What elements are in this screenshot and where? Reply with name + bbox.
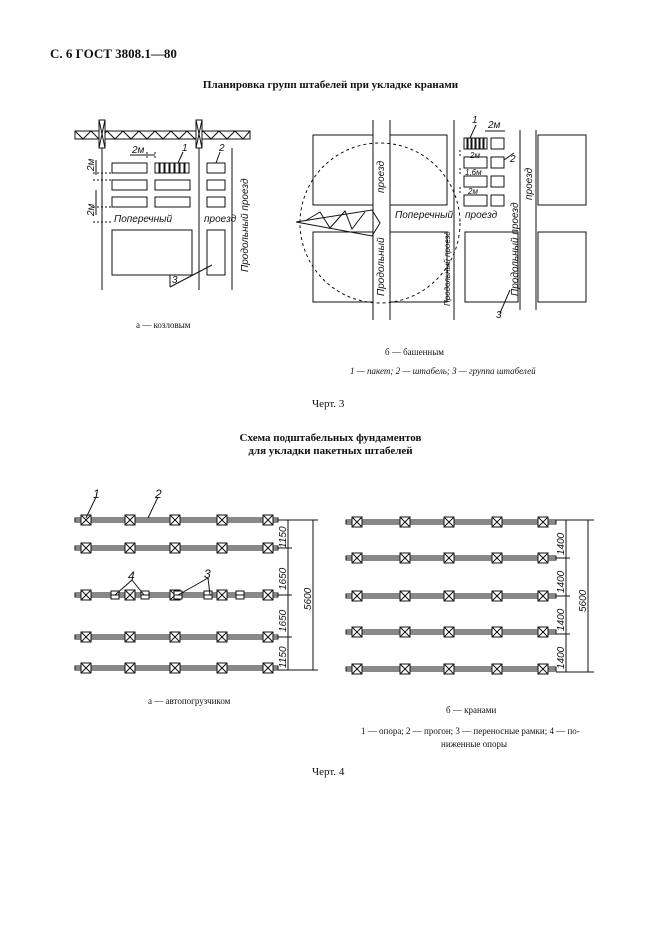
stack [111, 196, 148, 208]
chart4-title-line2: для укладки пакетных штабелей [248, 445, 413, 457]
road-cross-label: Поперечный [114, 214, 172, 225]
chart4-legend-line1: 1 — опора; 2 — прогон; 3 — переносные ра… [361, 726, 580, 736]
road-cross-label: проезд [465, 210, 498, 221]
dim-2m: 2м [467, 187, 478, 196]
label-2: 2 [509, 154, 516, 165]
dim-1400: 1400 [556, 646, 567, 669]
chart3-right-caption: б — башенным [385, 347, 444, 357]
dim-total-5600: 5600 [303, 587, 314, 610]
label-2: 2 [154, 487, 162, 501]
packets-group [463, 137, 488, 150]
chart3-legend: 1 — пакет; 2 — штабель; 3 — группа штабе… [350, 366, 536, 376]
road-label: проезд [376, 160, 387, 193]
chart3-title: Планировка групп штабелей при укладке кр… [202, 79, 459, 91]
dim-2m: 2м [86, 158, 97, 172]
dim-1400: 1400 [556, 532, 567, 555]
dim-1650: 1650 [278, 567, 289, 590]
dim-2m: 2м [86, 203, 97, 217]
road-long-label: Продольный [376, 237, 387, 296]
road-cross-label: проезд [204, 214, 237, 225]
stack [111, 179, 148, 191]
dim-1400: 1400 [556, 570, 567, 593]
chart4-figure-label: Черт. 4 [312, 766, 345, 778]
chart4-title-line1: Схема подштабельных фундаментов [239, 432, 422, 444]
stack-group [111, 229, 193, 276]
page-header: С. 6 ГОСТ 3808.1—80 [50, 46, 177, 61]
stack [111, 162, 148, 174]
chart4-left-caption: а — автопогрузчиком [148, 696, 231, 706]
chart3-figure-label: Черт. 3 [312, 398, 345, 410]
dim-1150: 1150 [278, 526, 289, 548]
road-cross-label: Поперечный [395, 210, 453, 221]
dim-1150: 1150 [278, 646, 289, 668]
label-1: 1 [182, 143, 188, 154]
label-3: 3 [172, 275, 178, 286]
crane-reach-circle [299, 142, 461, 304]
dim-1650: 1650 [278, 609, 289, 632]
label-1: 1 [93, 487, 100, 501]
road-long-label: Продольный проезд [510, 202, 521, 296]
road-long-label: Продольный проезд [443, 231, 452, 306]
chart3-left-caption: а — козловым [136, 320, 191, 330]
dim-2m: 2м [469, 151, 480, 160]
road-long-label: Продольный проезд [240, 178, 251, 272]
chart4-legend-line2: ниженные опоры [441, 739, 508, 749]
dim-2m: 2м [487, 120, 501, 131]
label-3: 3 [496, 310, 502, 321]
chart4-title: Схема подштабельных фундаментов для укла… [0, 432, 661, 458]
dim-1-6m: 1,6м [465, 168, 482, 177]
stack-group [206, 229, 226, 276]
packets-group [154, 162, 190, 174]
label-1: 1 [472, 115, 478, 126]
label-4: 4 [128, 569, 135, 583]
dim-1400: 1400 [556, 608, 567, 631]
label-2: 2 [218, 143, 225, 154]
road-label: проезд [524, 167, 535, 200]
chart4-right-caption: б — кранами [446, 705, 497, 715]
label-3: 3 [204, 567, 211, 581]
dim-2m: 2м [131, 145, 145, 156]
dim-total-5600: 5600 [578, 589, 589, 612]
